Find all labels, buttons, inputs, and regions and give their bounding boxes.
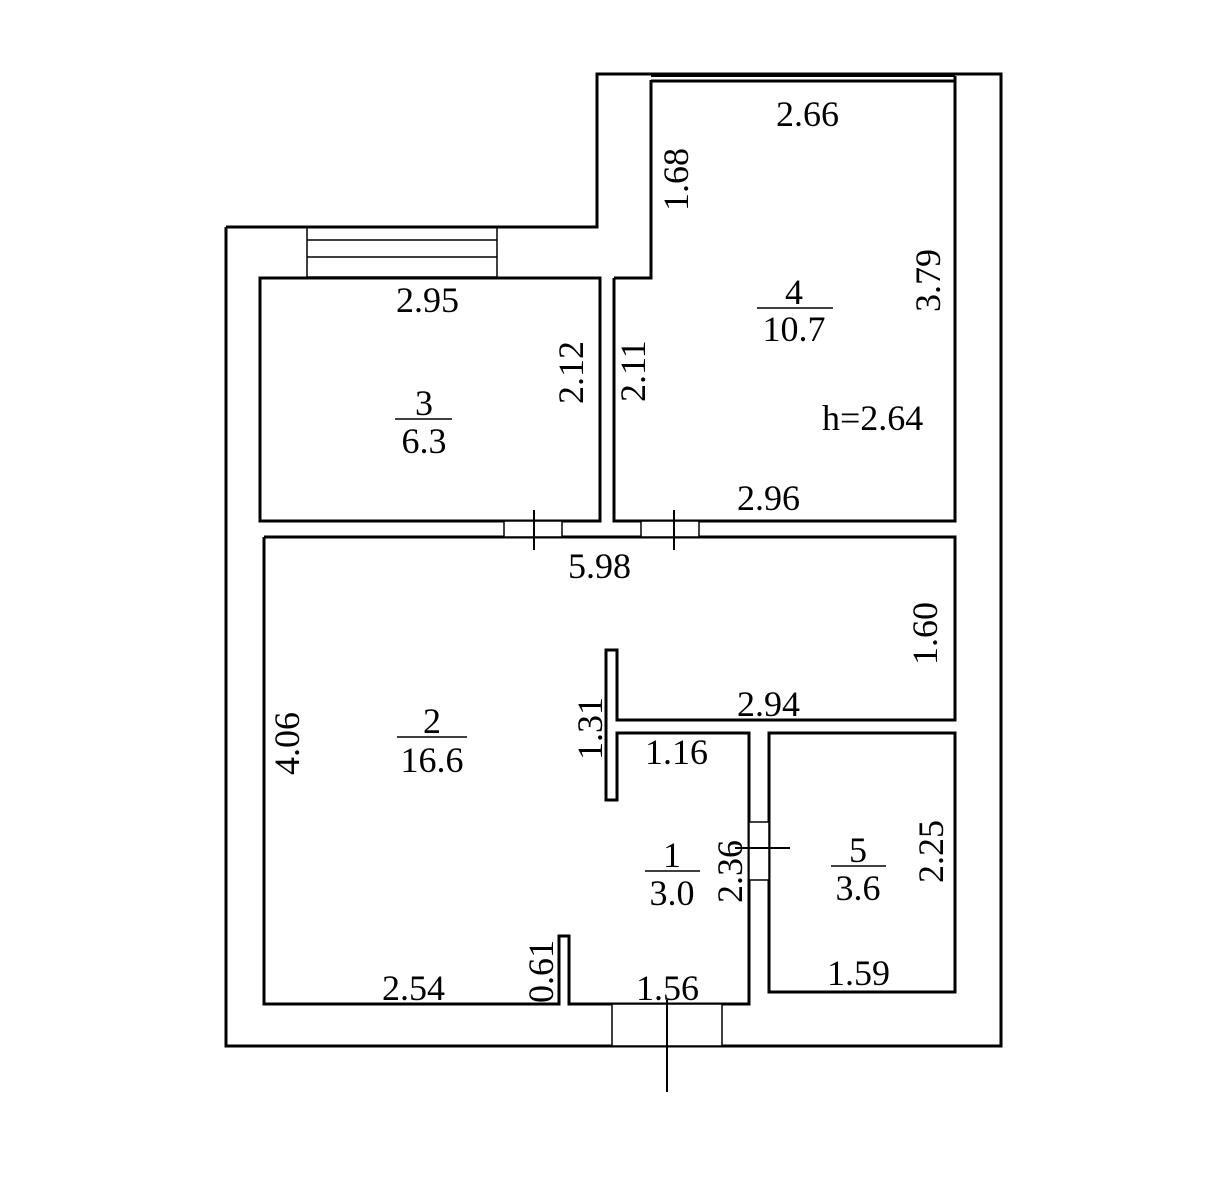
svg-text:2: 2	[423, 701, 441, 741]
ceiling-height: h=2.64	[822, 398, 923, 438]
room-2-label: 2 16.6	[397, 701, 467, 780]
dim-2-36: 2.36	[710, 840, 750, 903]
svg-text:3.0: 3.0	[650, 873, 695, 913]
dim-1-68: 1.68	[656, 148, 696, 211]
dim-2-66: 2.66	[776, 94, 839, 134]
door-room-3	[503, 510, 563, 550]
dim-1-16: 1.16	[645, 732, 708, 772]
door-room-5	[735, 821, 790, 881]
room-3-label: 3 6.3	[395, 383, 452, 461]
dim-1-59: 1.59	[827, 953, 890, 993]
dim-1-60: 1.60	[905, 602, 945, 665]
room-4-label: 4 10.7	[757, 272, 833, 349]
svg-text:4: 4	[785, 272, 803, 312]
room-1-label: 1 3.0	[645, 835, 700, 913]
door-room-4	[640, 510, 700, 550]
dim-2-11: 2.11	[613, 340, 653, 402]
room-5-label: 5 3.6	[831, 830, 886, 908]
dim-2-54: 2.54	[382, 968, 445, 1008]
svg-text:3.6: 3.6	[836, 868, 881, 908]
svg-text:5: 5	[849, 830, 867, 870]
dim-0-61: 0.61	[521, 940, 561, 1003]
window-room-3	[306, 226, 498, 278]
dim-5-98: 5.98	[568, 546, 631, 586]
dim-2-12: 2.12	[551, 341, 591, 404]
svg-text:1: 1	[663, 835, 681, 875]
outer-walls	[224, 72, 1003, 1048]
dim-4-06: 4.06	[267, 712, 307, 775]
dim-3-79: 3.79	[908, 249, 948, 312]
dim-2-25: 2.25	[911, 820, 951, 883]
dim-2-95: 2.95	[396, 280, 459, 320]
svg-text:3: 3	[415, 383, 433, 423]
entrance-door	[611, 1000, 723, 1092]
room-2-outline	[262, 535, 957, 1006]
svg-text:16.6: 16.6	[401, 740, 464, 780]
dim-2-96: 2.96	[737, 478, 800, 518]
svg-text:10.7: 10.7	[763, 309, 826, 349]
room-3-outline	[258, 276, 602, 523]
dim-1-31: 1.31	[570, 697, 610, 760]
dim-1-56: 1.56	[636, 968, 699, 1008]
dim-2-94: 2.94	[737, 684, 800, 724]
svg-text:6.3: 6.3	[402, 421, 447, 461]
